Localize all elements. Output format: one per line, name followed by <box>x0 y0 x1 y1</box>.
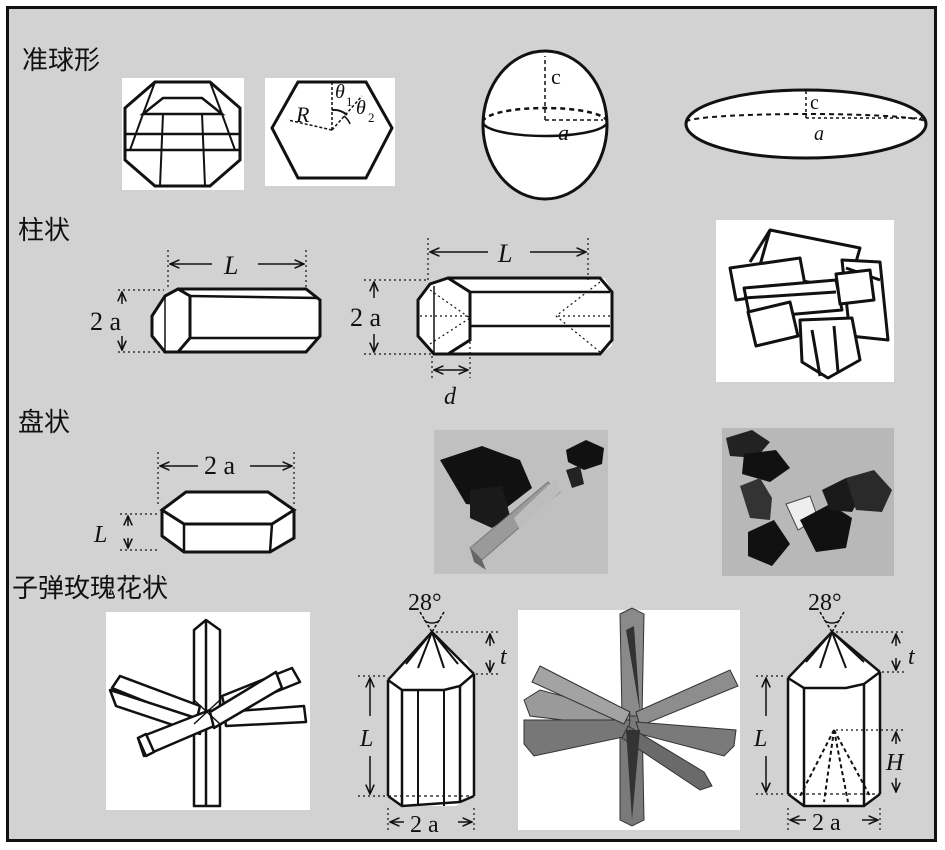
bullet-rosette-line-drawing <box>106 612 310 810</box>
label-angle-2: 28° <box>808 590 842 616</box>
label-H-b2: H <box>885 750 905 776</box>
label-a-spheroid: a <box>814 123 824 145</box>
section-title-plate: 盘状 <box>18 408 71 438</box>
label-theta2-sub: 2 <box>368 110 375 125</box>
label-2a-b1: 2 a <box>410 812 439 838</box>
section-title-quasi-spherical: 准球形 <box>22 46 101 76</box>
plate-aggregate-render-2 <box>722 428 894 576</box>
label-L-col2: L <box>497 239 512 268</box>
label-t-1: t <box>500 644 508 670</box>
label-2a-col1: 2 a <box>90 307 122 336</box>
single-bullet-diagram-1: 28° t L 2 a <box>358 590 508 838</box>
hollow-hexagonal-column: L 2 a d <box>350 238 614 410</box>
label-theta1-sub: 1 <box>346 94 353 109</box>
label-c-ellipsoid: c <box>551 64 561 89</box>
hexagon-cross-section: R θ 1 θ 2 <box>265 78 395 186</box>
label-a-ellipsoid: a <box>558 120 569 145</box>
label-theta1: θ <box>335 81 345 103</box>
plate-aggregate-render-1 <box>434 430 608 574</box>
label-L-col1: L <box>223 251 238 280</box>
label-2a-plate: 2 a <box>204 451 236 480</box>
label-R: R <box>295 102 310 127</box>
faceted-sphere-shape <box>122 78 244 190</box>
column-aggregate-render <box>716 220 894 382</box>
single-bullet-diagram-2: 28° t L H 2 a <box>753 590 916 836</box>
label-2a-col2: 2 a <box>350 303 382 332</box>
label-c-spheroid: c <box>810 92 819 114</box>
label-theta2: θ <box>356 97 366 119</box>
hexagonal-column: L 2 a <box>90 250 322 354</box>
label-d-col2: d <box>444 384 457 410</box>
section-title-columnar: 柱状 <box>18 216 71 246</box>
label-t-2: t <box>908 644 916 670</box>
label-angle-1: 28° <box>408 590 442 616</box>
oblate-spheroid: c a <box>684 88 928 160</box>
label-L-plate: L <box>93 522 107 548</box>
bullet-rosette-render <box>518 607 740 830</box>
prolate-ellipsoid: c a <box>481 49 609 201</box>
section-title-bullet-rosette: 子弹玫瑰花状 <box>12 574 169 604</box>
label-L-b1: L <box>359 726 373 752</box>
label-2a-b2: 2 a <box>812 810 841 836</box>
hexagonal-plate: 2 a L <box>93 451 297 554</box>
label-L-b2: L <box>753 726 767 752</box>
